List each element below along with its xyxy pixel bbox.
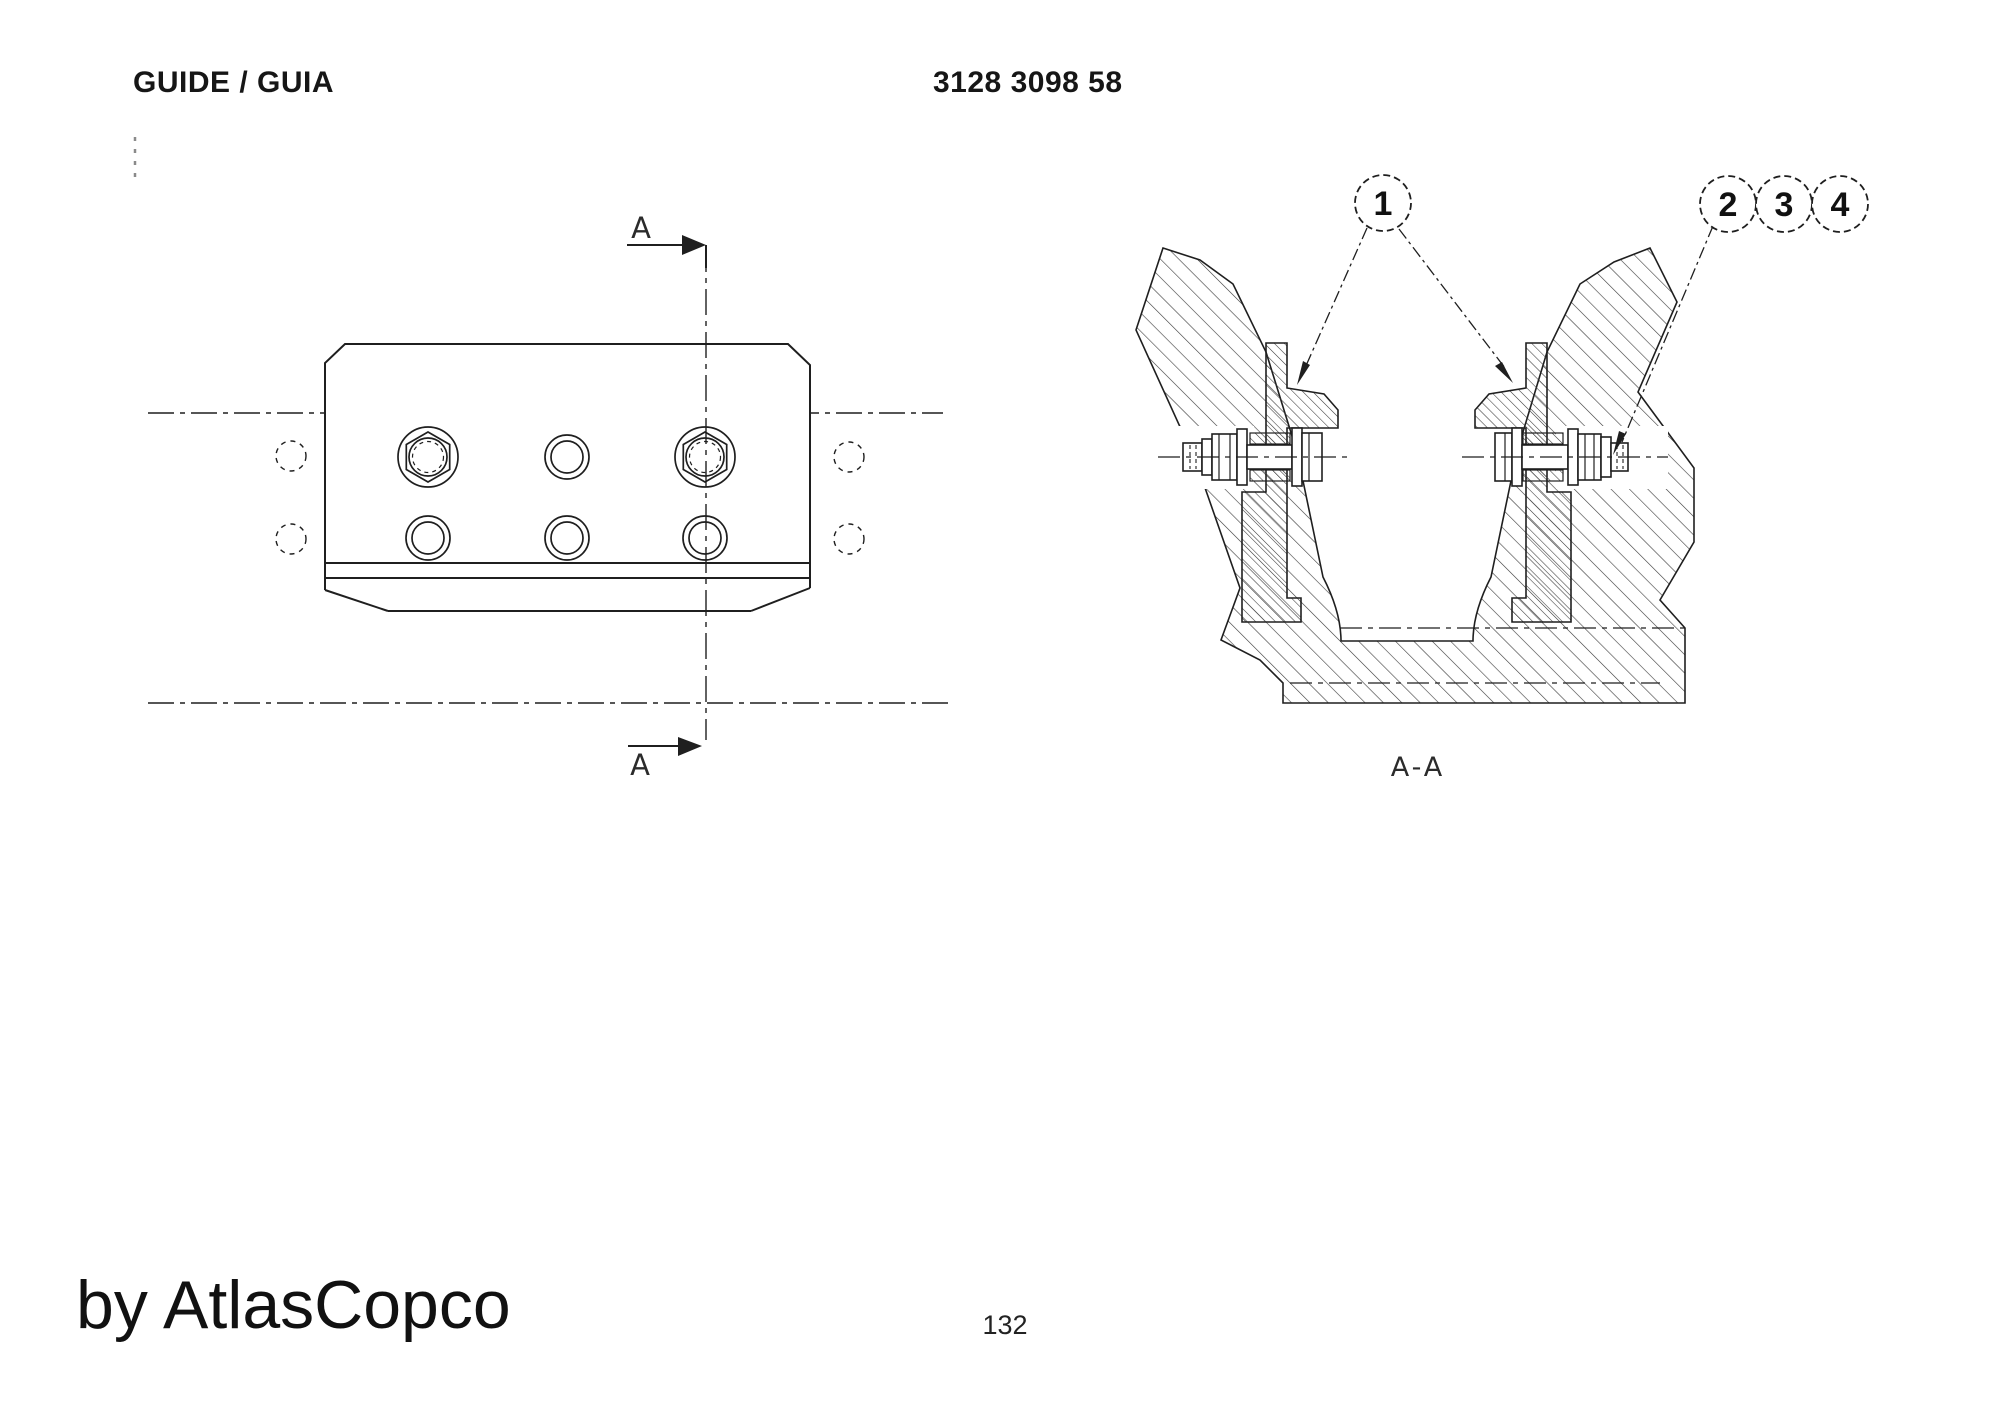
- plain-holes-bottom-row: [405, 515, 728, 561]
- balloons: [1354, 174, 1869, 233]
- balloon-3-label: 3: [1775, 186, 1794, 224]
- plain-hole-top-middle: [544, 434, 590, 480]
- section-arrow-bottom-label: A: [630, 748, 650, 782]
- hidden-holes: [275, 440, 865, 555]
- balloon-1: [1354, 174, 1412, 232]
- balloon-leaders: [1297, 225, 1714, 455]
- sleeve-left-top: [1249, 432, 1291, 445]
- notch-right: [1497, 348, 1526, 389]
- balloon-1-label: 1: [1374, 185, 1393, 223]
- guide-jaw-right: [1474, 342, 1572, 623]
- sleeve-left-bottom: [1249, 469, 1291, 482]
- part-number: 3128 3098 58: [933, 66, 1123, 99]
- page-number: 132: [982, 1310, 1028, 1340]
- guide-jaw-left: [1241, 342, 1339, 623]
- sleeve-right-top: [1522, 432, 1564, 445]
- balloon-4: [1811, 175, 1869, 233]
- guide-plate-outline: [324, 343, 811, 612]
- plan-view: [148, 235, 948, 756]
- hex-bolt-hole-left: [397, 426, 459, 488]
- section-view: [1135, 174, 1869, 704]
- hex-bolt-hole-right: [674, 426, 736, 488]
- section-caption: A-A: [1391, 752, 1446, 783]
- balloon-2-label: 2: [1719, 186, 1738, 224]
- sleeve-right-bottom: [1522, 469, 1564, 482]
- section-arrow-top-label: A: [631, 211, 651, 245]
- balloon-4-label: 4: [1831, 186, 1850, 224]
- section-centerlines: [1158, 456, 1688, 684]
- brand-text: by AtlasCopco: [76, 1267, 511, 1343]
- section-cut-line: [627, 235, 707, 756]
- page-title: GUIDE / GUIA: [133, 66, 335, 99]
